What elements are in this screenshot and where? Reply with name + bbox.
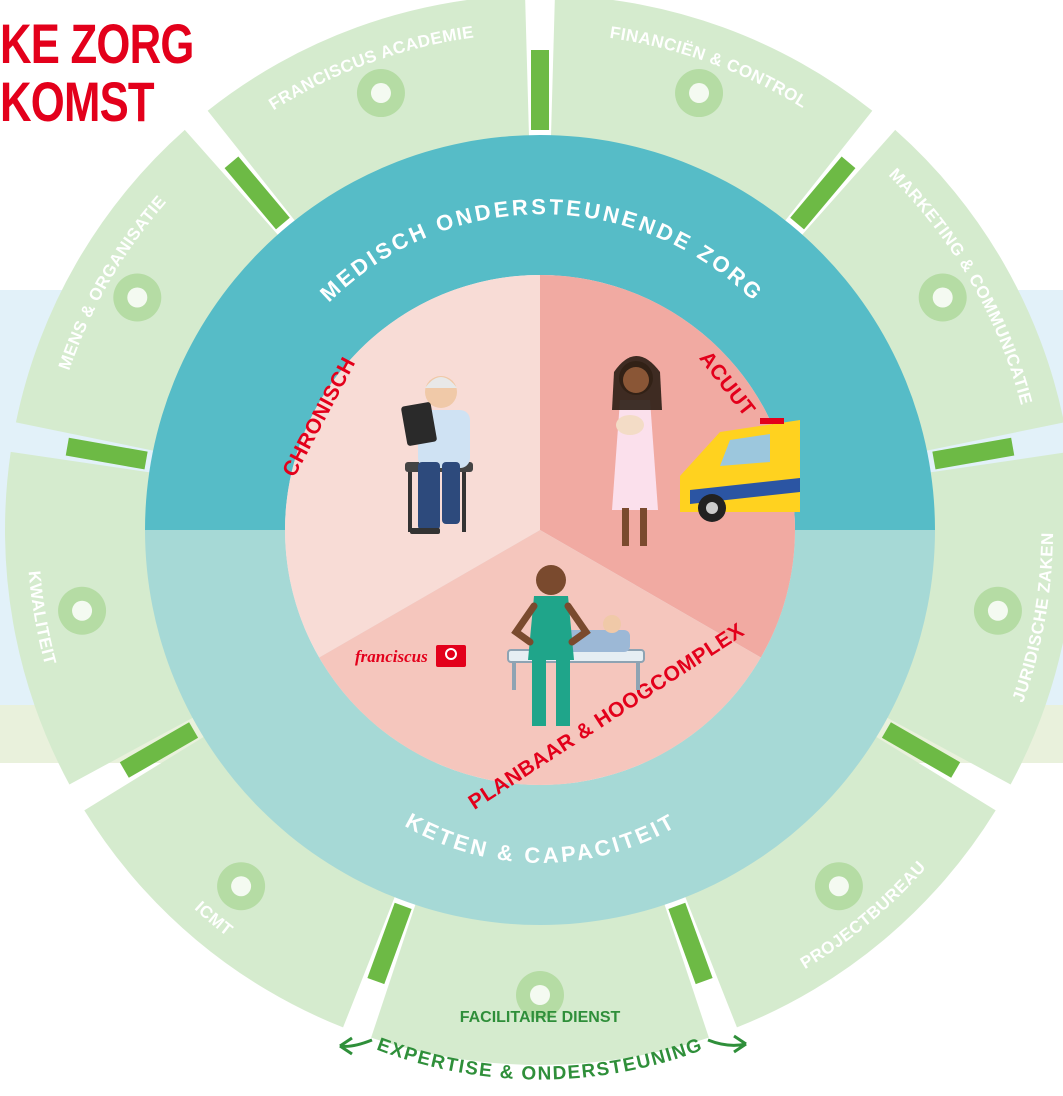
segment-separator xyxy=(65,437,148,470)
finance-chart-icon xyxy=(675,69,724,118)
gear-bulb-icon xyxy=(814,862,863,911)
middle-ring xyxy=(145,135,935,925)
ring-top-half xyxy=(145,135,935,530)
segment-franciscus-academie[interactable] xyxy=(207,0,530,229)
segment-separator xyxy=(790,156,856,230)
magnifier-icon xyxy=(58,586,107,635)
segment-juridische-zaken[interactable] xyxy=(878,452,1063,785)
planned-care-illustration xyxy=(507,565,645,726)
outer-icons xyxy=(58,69,1022,1019)
franciscus-logo: franciscus xyxy=(355,645,466,667)
graduation-cap-icon xyxy=(356,69,405,118)
megaphone-icon xyxy=(918,273,967,322)
outer-ring xyxy=(5,0,1063,1066)
logo-mark xyxy=(436,645,466,667)
segment-separator xyxy=(367,902,412,985)
segment-separator xyxy=(224,156,290,230)
segment-separator xyxy=(932,437,1015,470)
core-acute[interactable] xyxy=(540,275,796,658)
segment-separator xyxy=(119,722,199,778)
acute-mother-illustration xyxy=(612,356,662,546)
people-network-icon xyxy=(113,273,162,322)
segment-separator xyxy=(668,902,713,985)
circuit-gear-icon xyxy=(217,862,266,911)
building-icon xyxy=(516,971,564,1019)
chronic-patient-illustration xyxy=(401,376,473,534)
scales-icon xyxy=(973,586,1022,635)
segment-separator xyxy=(881,722,961,778)
title-line-2: KOMST xyxy=(0,70,155,133)
segment-financien-control[interactable] xyxy=(550,0,873,229)
title-line-1: KE ZORG xyxy=(0,12,194,75)
ring-bottom-half xyxy=(145,530,935,925)
ambulance-illustration xyxy=(680,418,800,522)
segment-label-facilitaire-dienst: FACILITAIRE DIENST xyxy=(460,1009,621,1026)
logo-text: franciscus xyxy=(355,647,428,666)
